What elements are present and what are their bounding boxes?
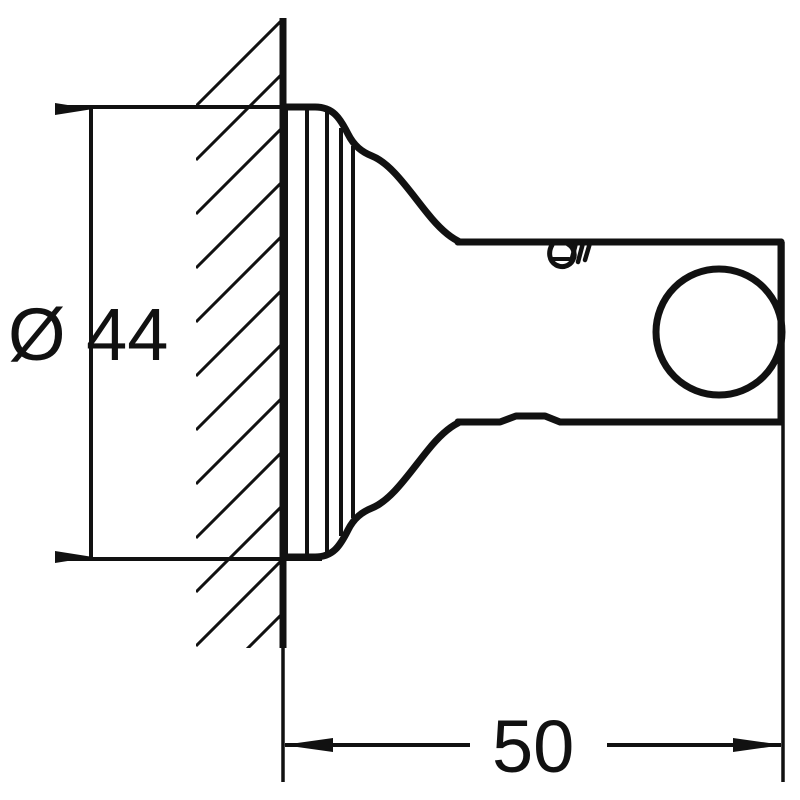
depth-dimension (283, 242, 785, 782)
holder-ring-circle (652, 265, 786, 399)
diameter-dimension-label: Ø 44 (8, 293, 168, 376)
depth-dimension-label: 50 (492, 705, 574, 788)
diameter-dimension (55, 103, 322, 563)
set-screw-icon (547, 240, 593, 270)
bracket-outline (279, 103, 785, 561)
escutcheon-ridges (284, 107, 355, 557)
